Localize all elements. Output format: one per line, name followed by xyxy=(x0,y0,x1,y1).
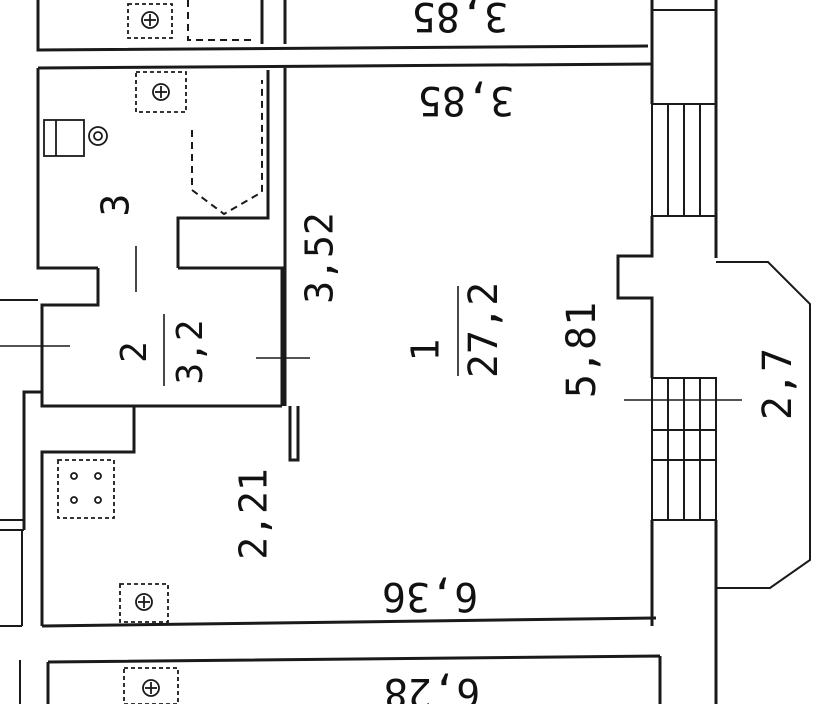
top-unit-fixture xyxy=(187,0,256,41)
water-heater-icon xyxy=(43,119,108,157)
corridor-walls xyxy=(22,390,136,626)
room3-number-label: 3 xyxy=(94,194,138,217)
stove-icon xyxy=(57,459,115,519)
windows xyxy=(651,9,717,521)
shower-cabin xyxy=(191,80,263,216)
room2-area-label: 3,2 xyxy=(170,319,211,384)
ceiling-vent-icon xyxy=(123,667,179,704)
window-balcony-door xyxy=(651,377,717,521)
ceiling-vent-icon xyxy=(127,3,173,39)
room3-walls xyxy=(36,68,270,270)
room2-walls xyxy=(40,266,284,408)
upper-partition-wall xyxy=(37,62,653,70)
fixtures xyxy=(187,0,263,216)
bottom-neighbor-width-label: 6,28 xyxy=(384,669,480,704)
room2-number-label: 2 xyxy=(114,341,155,363)
top-neighbor-width-label: 3,85 xyxy=(412,0,508,39)
balcony-size-label: 2,7 xyxy=(755,348,801,420)
window-upper-right xyxy=(651,103,717,217)
ceiling-vent-icon xyxy=(119,583,169,623)
room1-height-label: 5,81 xyxy=(559,302,605,398)
room1-door-jamb xyxy=(288,406,300,462)
room1-width-bottom-label: 6,36 xyxy=(382,573,478,619)
room1-width-top-label: 3,85 xyxy=(418,77,514,123)
bottom-wall xyxy=(41,616,657,628)
room1-lower-height-label: 2,21 xyxy=(232,468,276,560)
labels: 3,85 3,85 3,52 3 2 3,2 1 27,2 5,81 2,7 2… xyxy=(94,0,802,704)
bottom-unit-walls xyxy=(46,654,662,704)
room1-area-label: 27,2 xyxy=(461,282,507,378)
top-unit-walls xyxy=(36,0,649,52)
left-edge-fragments xyxy=(0,299,38,704)
balcony-outline xyxy=(716,261,811,589)
room3-height-label: 3,52 xyxy=(298,212,342,304)
ceiling-vent-icon xyxy=(135,71,187,113)
dimension-ticks xyxy=(0,246,742,401)
room1-number-label: 1 xyxy=(404,339,448,362)
